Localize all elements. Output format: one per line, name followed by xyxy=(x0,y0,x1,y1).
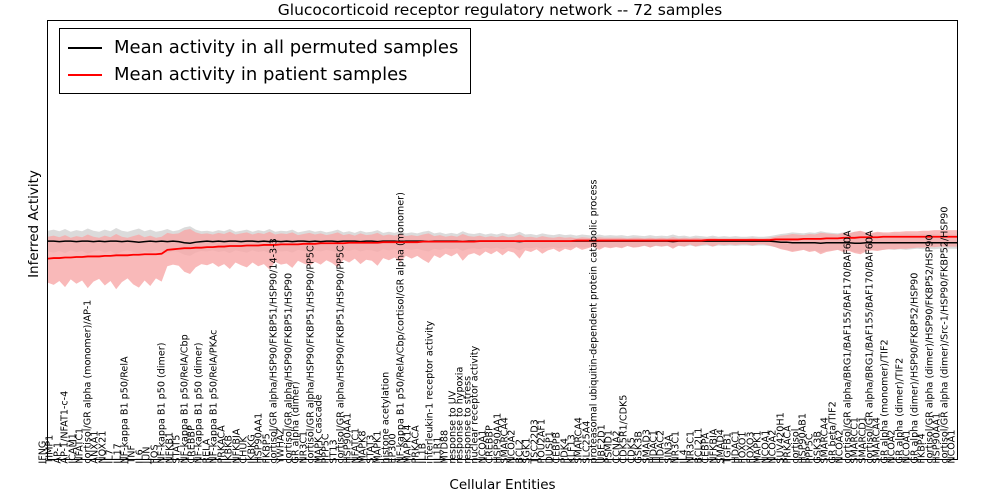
x-tick-label: cortisol/GR alpha (dimer)/Src-1/HSP90/FK… xyxy=(938,206,950,464)
legend-entry-permuted: Mean activity in all permuted samples xyxy=(68,34,458,61)
legend-label-patient: Mean activity in patient samples xyxy=(114,64,408,85)
legend-entry-patient: Mean activity in patient samples xyxy=(68,61,458,88)
series-canvas xyxy=(48,226,957,290)
legend-swatch-permuted xyxy=(68,46,102,49)
line-patient-samples xyxy=(48,235,957,260)
legend: Mean activity in all permuted samples Me… xyxy=(59,28,472,94)
legend-swatch-patient xyxy=(68,73,102,76)
x-tick-label: proteasomal ubiquitin-dependent protein … xyxy=(588,179,600,464)
x-tick-label: NCOA1 xyxy=(946,430,958,464)
y-axis-label: Inferred Activity xyxy=(26,170,42,278)
x-axis-label: Cellular Entities xyxy=(449,477,556,493)
chart-title: Glucocorticoid receptor regulatory netwo… xyxy=(277,1,723,19)
x-tick-label: NF-kappa B1 p50/RelA/Cbp/cortisol/GR alp… xyxy=(395,192,407,464)
legend-label-permuted: Mean activity in all permuted samples xyxy=(114,37,459,58)
